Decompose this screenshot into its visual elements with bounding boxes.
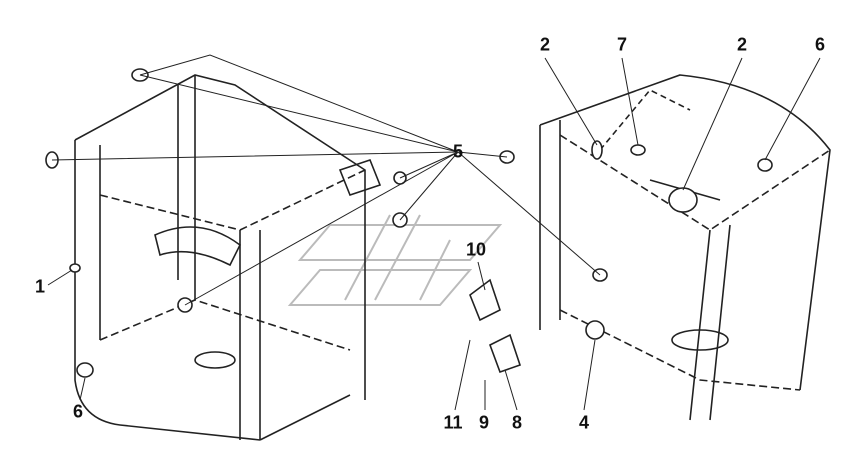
callout-2: 2 [736, 34, 748, 55]
callout-5: 5 [452, 141, 464, 162]
callout-9: 9 [478, 412, 490, 433]
callout-11: 11 [443, 412, 463, 433]
watermark-logo [287, 214, 503, 306]
callout-7: 7 [616, 34, 628, 55]
callout-2: 2 [539, 34, 551, 55]
leader-lines [47, 54, 821, 411]
right-cab-frame [469, 74, 831, 421]
callout-4: 4 [578, 412, 590, 433]
callout-8: 8 [511, 412, 523, 433]
callout-6: 6 [72, 401, 84, 422]
callout-1: 1 [34, 276, 46, 297]
callout-6: 6 [814, 34, 826, 55]
callout-10: 10 [465, 239, 487, 260]
left-cab-frame [74, 74, 382, 441]
parts [45, 68, 773, 378]
